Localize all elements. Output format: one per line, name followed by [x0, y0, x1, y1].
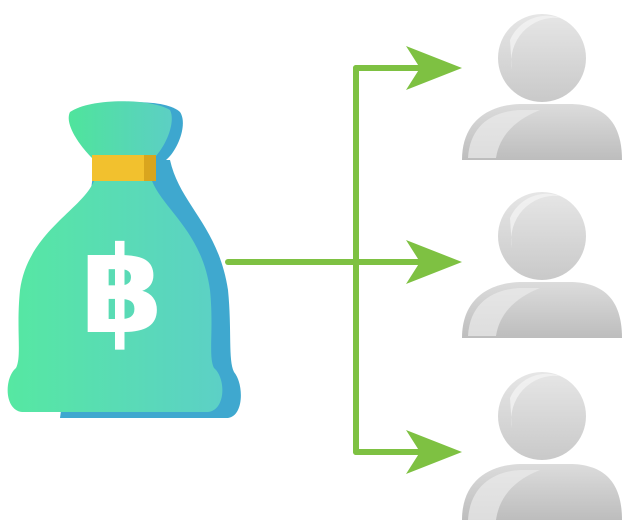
money-bag-tie-band [92, 155, 144, 181]
arrow-bottom-head-icon [406, 430, 462, 474]
money-bag-body [7, 181, 223, 412]
user-icon [462, 14, 622, 160]
user-icon [462, 372, 622, 520]
user-head-highlight [510, 373, 560, 428]
arrow-top-head-icon [406, 46, 462, 90]
user-body-highlight [468, 470, 540, 520]
user-head [498, 372, 586, 460]
user-head-highlight [510, 193, 560, 248]
user-body-highlight [468, 288, 540, 336]
user-head [498, 192, 586, 280]
arrow-middle-head-icon [406, 240, 462, 284]
money-bag-top [68, 101, 172, 158]
money-bag-icon: ฿ [7, 101, 241, 418]
user-head-highlight [510, 15, 560, 70]
user-head [498, 14, 586, 102]
user-body-highlight [468, 110, 540, 158]
user-icon [462, 192, 622, 338]
distribution-arrows [225, 65, 451, 455]
currency-symbol: ฿ [80, 222, 164, 361]
arrowheads [406, 46, 462, 474]
